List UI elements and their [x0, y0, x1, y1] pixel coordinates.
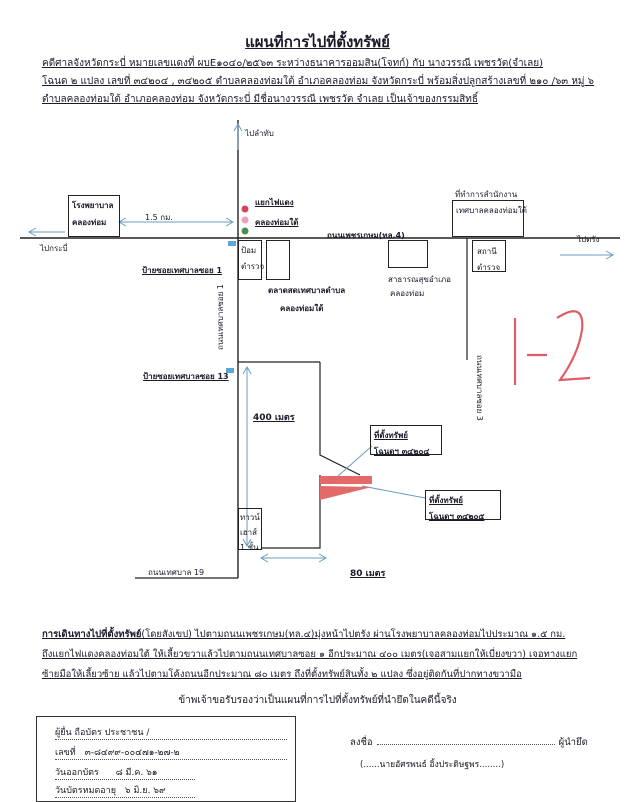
label-to-trang: ไปตรัง: [577, 235, 600, 244]
annotation-text: 1-2: [503, 320, 505, 321]
traffic-light-amber-icon: [241, 216, 249, 224]
directions-line-1: การเดินทางไปที่ตั้งทรัพย์(โดยสังเขป) ไปต…: [42, 627, 565, 642]
id-line-3: วันออกบัตร ๘ มี.ค. ๖๑: [55, 765, 195, 780]
directions-line-1-rest: (โดยสังเขป) ไปตามถนนเพชรเกษม(ทล.๔)มุ่งหน…: [141, 629, 566, 640]
sign-soi1-label: ป้ายซอยเทศบาลซอย 1: [142, 266, 223, 275]
page-title: แผนที่การไปที่ตั้งทรัพย์: [245, 33, 390, 51]
townhouse-building: ทาวน์ เฮาส์ 1 ชั้น: [238, 508, 262, 552]
market-label-2: คลองท่อมใต้: [280, 304, 324, 313]
sign-label: ลงชื่อ: [350, 737, 373, 748]
traffic-light-red-icon: [241, 205, 249, 213]
property2-label-1: ที่ตั้งทรัพย์: [429, 496, 463, 505]
main-road-label: ถนนเพชรเกษม(ทล.4): [327, 231, 405, 240]
directions-line-3: ซ้ายมือให้เลี้ยวซ้าย แล้วไปตามโค้งถนนอีก…: [42, 669, 522, 680]
id-line-1: ผู้ยื่น ถือบัตร ประชาชน /: [55, 725, 287, 740]
issue-date-label: วันออกบัตร: [55, 768, 99, 778]
hospital-building: โรงพยาบาล คลองท่อม: [68, 195, 120, 237]
health-label-1: สาธารณสุขอำเภอ: [388, 275, 451, 284]
property1-callout: ที่ตั้งทรัพย์ โฉนดฯ ๓๔๒๐๔: [370, 425, 442, 456]
label-to-krabi: ไปกระบี่: [40, 244, 68, 253]
sign-soi13-label: ป้ายซอยเทศบาลซอย 13: [143, 372, 229, 381]
market-building: [266, 240, 290, 280]
police-booth-label-1: ป้อม: [241, 246, 257, 255]
header-line-3: ตำบลคลองท่อมใต้ อำเภอคลองท่อม จังหวัดกระ…: [42, 94, 478, 105]
police-booth-building: ป้อม ตำรวจ: [238, 240, 265, 280]
health-office-building: [388, 240, 428, 268]
issue-date-value: ๘ มี.ค. ๖๑: [115, 768, 158, 778]
soi3-road-label: ถนนเทศบาลซอย 3: [475, 355, 484, 421]
distance-400-label: 400 เมตร: [253, 413, 295, 423]
townhouse-label-1: ทาวน์: [240, 513, 260, 522]
signature-line: ลงชื่อ ผู้นำยึด: [350, 735, 588, 750]
sign-role: ผู้นำยึด: [558, 737, 588, 748]
directions-heading: การเดินทางไปที่ตั้งทรัพย์: [42, 629, 142, 640]
police-station-label-2: ตำรวจ: [477, 263, 501, 272]
hospital-label-1: โรงพยาบาล: [72, 201, 114, 210]
header-line-1: คดีศาลจังหวัดกระบี่ หมายเลขแดงที่ ผบE๑๐๔…: [42, 58, 543, 69]
traffic-light-label-1: แยกไฟแดง: [255, 198, 294, 207]
hospital-label-2: คลองท่อม: [72, 218, 107, 227]
id-number-value: ๓-๘๔๙๙-๐๐๔๗๑-๒๗-๒: [84, 748, 180, 758]
soi1-road-label: ถนนเทศบาลซอย 1: [216, 284, 225, 350]
handwritten-annotation: [513, 310, 591, 385]
distance-80-label: 80 เมตร: [350, 569, 386, 579]
sign-soi1-icon: [228, 241, 236, 246]
property1-label-2: โฉนดฯ ๓๔๒๐๔: [374, 447, 430, 456]
property1-label-1: ที่ตั้งทรัพย์: [374, 431, 408, 440]
property2-label-2: โฉนดฯ ๓๔๒๐๕: [429, 512, 485, 521]
sign-soi13-icon: [226, 368, 234, 373]
property-parcel-34204: [320, 476, 372, 484]
directions-line-2: ถึงแยกไฟแดงคลองท่อมใต้ ให้เลี้ยวขวาแล้วไ…: [42, 649, 578, 660]
expiry-date-value: ๖ มิ.ย. ๖๙: [124, 786, 166, 796]
municipal-office-building: เทศบาลคลองท่อมใต้: [452, 200, 527, 237]
office-label-2: เทศบาลคลองท่อมใต้: [456, 206, 527, 215]
road19-label: ถนนเทศบาล 19: [148, 568, 205, 577]
label-to-lamthap: ไปลำทับ: [245, 129, 274, 138]
police-station-label-1: สถานี: [477, 247, 497, 256]
distance-label: 1.5 กม.: [145, 213, 173, 222]
traffic-light-green-icon: [241, 227, 249, 235]
signer-name: (......นายอัศรพนธ์ อิ้งประดิษฐพร........…: [360, 760, 505, 770]
id-line-2: เลขที่ ๓-๘๔๙๙-๐๐๔๗๑-๒๗-๒: [55, 745, 287, 760]
traffic-light-label-2: คลองท่อมใต้: [255, 218, 299, 227]
market-label-1: ตลาดสดเทศบาลตำบล: [268, 286, 346, 295]
townhouse-label-2: เฮาส์: [240, 528, 257, 537]
expiry-date-label: วันบัตรหมดอายุ: [55, 786, 117, 796]
health-label-2: คลองท่อม: [390, 289, 425, 298]
header-line-2: โฉนด ๒ แปลง เลขที่ ๓๔๒๐๔ , ๓๔๒๐๕ ตำบลคลอ…: [42, 76, 595, 87]
office-label-1: ที่ทำการสำนักงาน: [455, 190, 518, 199]
id-box: ผู้ยื่น ถือบัตร ประชาชน / เลขที่ ๓-๘๔๙๙-…: [36, 716, 296, 802]
property-parcel-34205: [320, 486, 372, 500]
id-line-4: วันบัตรหมดอายุ ๖ มิ.ย. ๖๙: [55, 783, 195, 798]
id-number-label: เลขที่: [55, 748, 76, 758]
townhouse-label-3: 1 ชั้น: [240, 543, 259, 552]
property2-callout: ที่ตั้งทรัพย์ โฉนดฯ ๓๔๒๐๕: [425, 490, 501, 521]
certify-text: ข้าพเจ้าขอรับรองว่าเป็นแผนที่การไปที่ตั้…: [178, 695, 457, 706]
police-station-building: สถานี ตำรวจ: [472, 240, 506, 272]
police-booth-label-2: ตำรวจ: [241, 262, 265, 271]
